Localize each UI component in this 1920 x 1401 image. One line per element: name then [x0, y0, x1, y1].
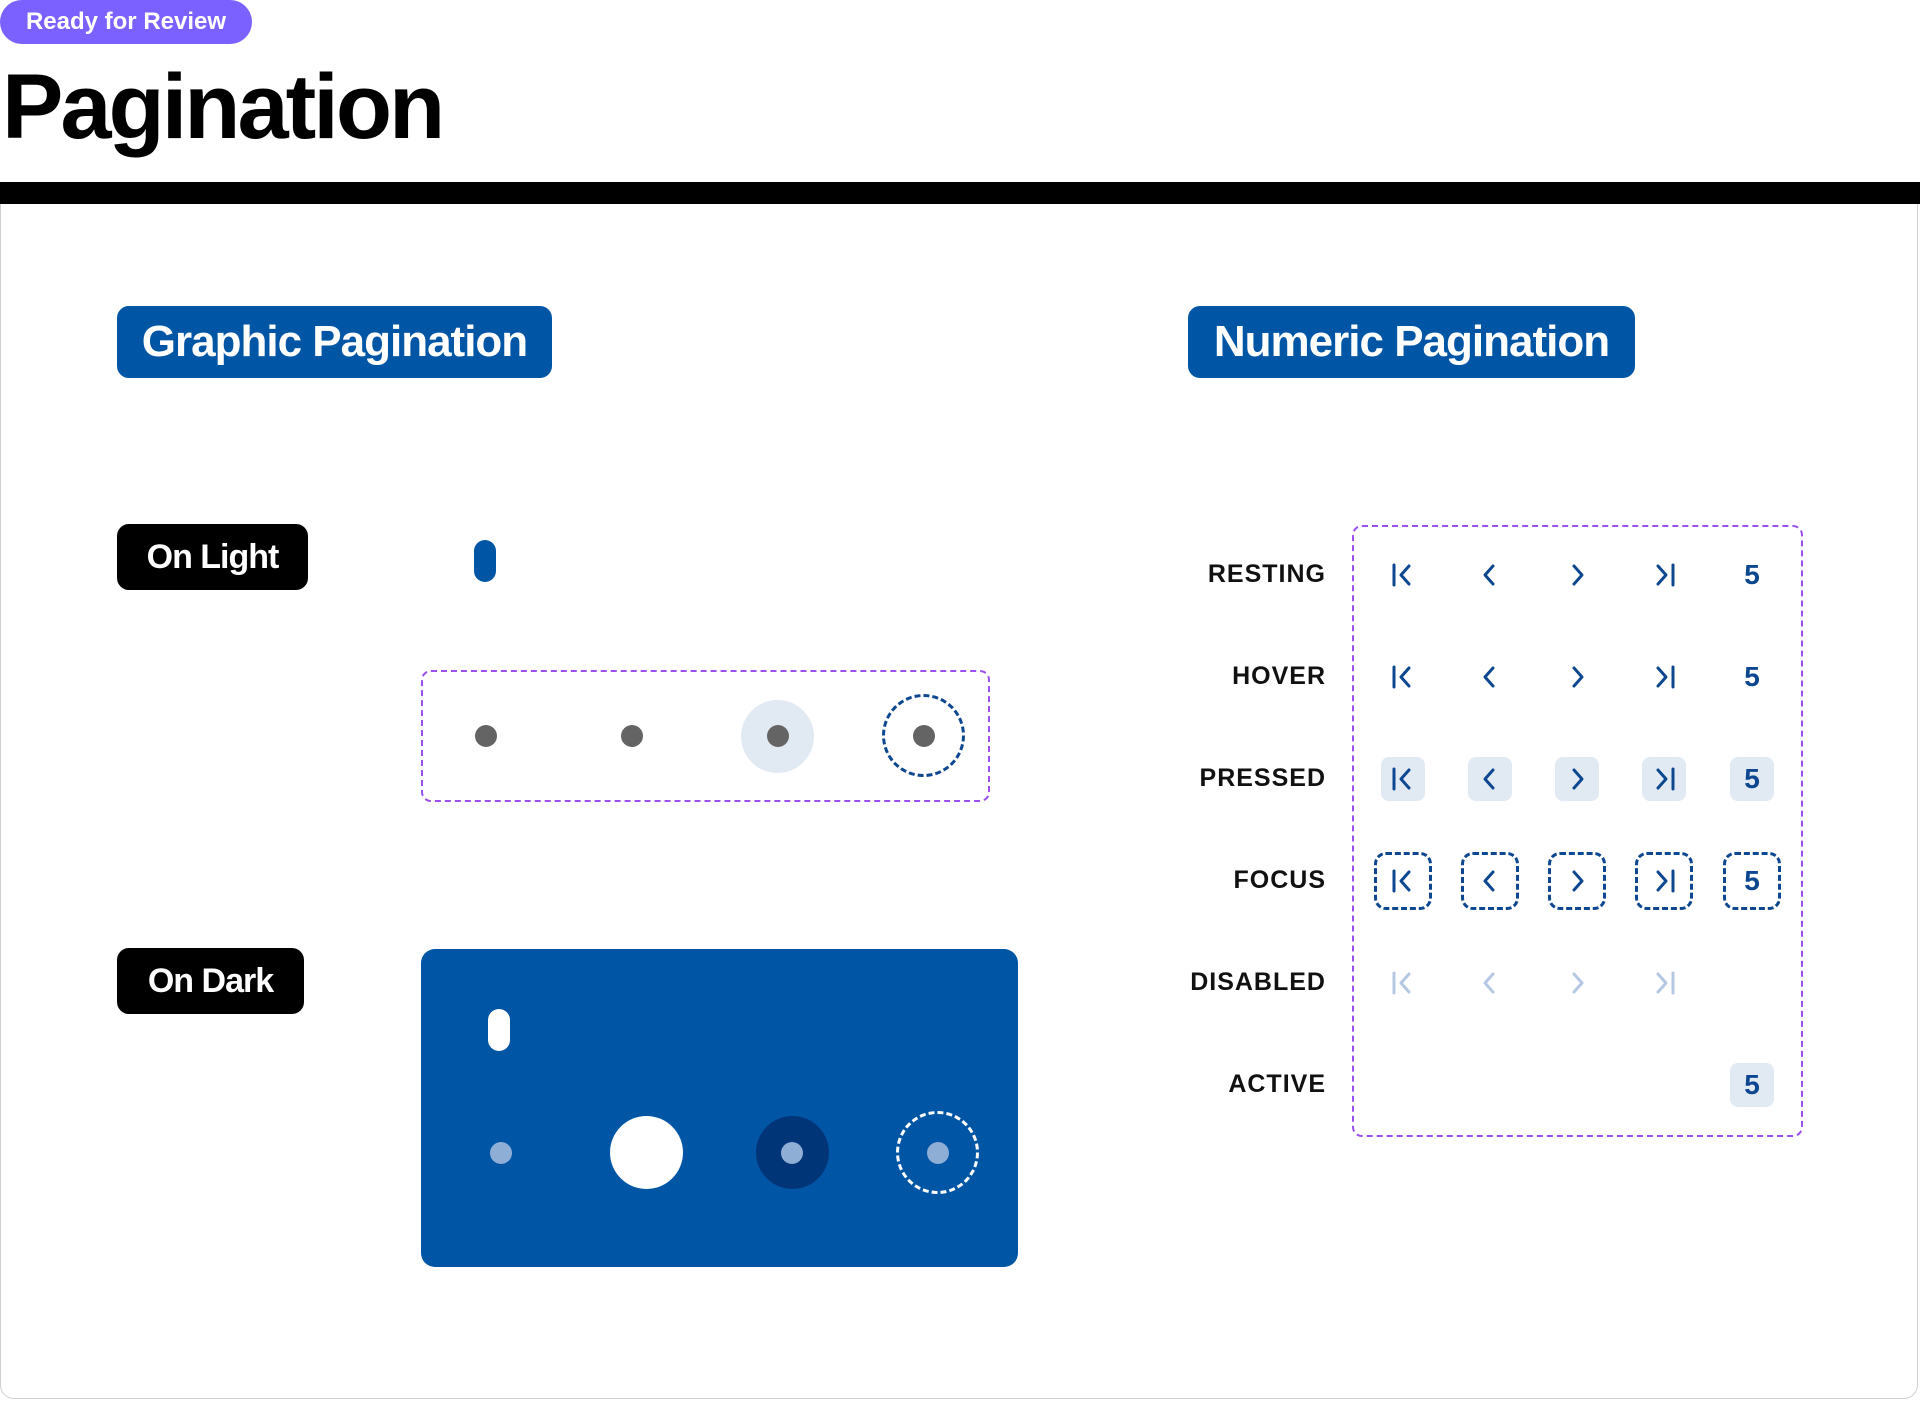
previous-page-icon: [1483, 870, 1495, 892]
page-dot-focus-ring: [882, 694, 965, 777]
previous-page-button-focus[interactable]: [1461, 852, 1519, 910]
next-page-icon: [1572, 972, 1584, 994]
previous-page-button-pressed[interactable]: [1468, 757, 1512, 801]
first-page-icon: [1392, 869, 1411, 893]
on-dark-label: On Dark: [117, 948, 304, 1014]
state-label-hover: HOVER: [1232, 662, 1326, 690]
on-light-label: On Light: [117, 524, 308, 590]
page-number-label: 5: [1744, 661, 1760, 692]
page-number-focus[interactable]: 5: [1723, 852, 1781, 910]
last-page-icon: [1656, 665, 1675, 689]
previous-page-icon: [1483, 972, 1495, 994]
previous-page-button-disabled: [1468, 961, 1512, 1005]
page-dot-hover-dark[interactable]: [610, 1116, 683, 1189]
last-page-icon: [1656, 869, 1675, 893]
first-page-button-hover[interactable]: [1381, 655, 1425, 699]
last-page-button-hover[interactable]: [1642, 655, 1686, 699]
dark-background-panel: [421, 949, 1018, 1267]
previous-page-button-resting[interactable]: [1468, 553, 1512, 597]
state-label-resting: RESTING: [1207, 560, 1326, 588]
page-dot-pressed[interactable]: [767, 725, 789, 747]
page-number-label: 5: [1744, 1069, 1760, 1100]
page-number-hover[interactable]: 5: [1730, 655, 1774, 699]
next-page-icon: [1572, 666, 1584, 688]
first-page-icon: [1392, 665, 1411, 689]
next-page-button-pressed[interactable]: [1555, 757, 1599, 801]
previous-page-button-hover[interactable]: [1468, 655, 1512, 699]
page-number-label: 5: [1744, 865, 1760, 896]
last-page-button-disabled: [1642, 961, 1686, 1005]
last-page-icon: [1656, 767, 1675, 791]
first-page-icon: [1392, 767, 1411, 791]
last-page-button-resting[interactable]: [1642, 553, 1686, 597]
state-label-pressed: PRESSED: [1199, 764, 1326, 792]
first-page-button-disabled: [1381, 961, 1425, 1005]
first-page-icon: [1392, 971, 1411, 995]
state-label-active: ACTIVE: [1228, 1070, 1326, 1098]
previous-page-icon: [1483, 666, 1495, 688]
graphic-pagination-heading: Graphic Pagination: [117, 306, 552, 378]
page-dot-pressed-dark[interactable]: [781, 1142, 803, 1164]
numeric-pagination-heading: Numeric Pagination: [1188, 306, 1635, 378]
next-page-icon: [1572, 768, 1584, 790]
last-page-button-pressed[interactable]: [1642, 757, 1686, 801]
page-dot-focus-dark[interactable]: [927, 1142, 949, 1164]
first-page-button-pressed[interactable]: [1381, 757, 1425, 801]
last-page-button-focus[interactable]: [1635, 852, 1693, 910]
numeric-states-frame: [1352, 525, 1803, 1137]
page-dot-focus[interactable]: [913, 725, 935, 747]
previous-page-icon: [1483, 564, 1495, 586]
page-number-active[interactable]: 5: [1730, 1063, 1774, 1107]
next-page-button-resting[interactable]: [1555, 553, 1599, 597]
page-number-label: 5: [1744, 559, 1760, 590]
first-page-button-resting[interactable]: [1381, 553, 1425, 597]
page-number-label: 5: [1744, 763, 1760, 794]
next-page-button-disabled: [1555, 961, 1599, 1005]
first-page-button-focus[interactable]: [1374, 852, 1432, 910]
page-title: Pagination: [2, 56, 445, 158]
first-page-icon: [1392, 563, 1411, 587]
last-page-icon: [1656, 563, 1675, 587]
graphic-states-frame: [421, 670, 990, 802]
page-dot-focus-ring-dark: [896, 1111, 979, 1194]
active-page-indicator-dark[interactable]: [488, 1009, 510, 1051]
next-page-button-hover[interactable]: [1555, 655, 1599, 699]
page-dot-resting[interactable]: [475, 725, 497, 747]
state-label-disabled: DISABLED: [1190, 968, 1326, 996]
last-page-icon: [1656, 971, 1675, 995]
active-page-indicator[interactable]: [474, 540, 496, 582]
next-page-icon: [1572, 564, 1584, 586]
header-divider: [0, 182, 1920, 204]
page-number-resting[interactable]: 5: [1730, 553, 1774, 597]
status-badge: Ready for Review: [0, 0, 252, 44]
state-label-focus: FOCUS: [1233, 866, 1326, 894]
next-page-button-focus[interactable]: [1548, 852, 1606, 910]
next-page-icon: [1572, 870, 1584, 892]
page-number-pressed[interactable]: 5: [1730, 757, 1774, 801]
previous-page-icon: [1483, 768, 1495, 790]
page-dot-resting-dark[interactable]: [490, 1142, 512, 1164]
page-dot-hover[interactable]: [621, 725, 643, 747]
